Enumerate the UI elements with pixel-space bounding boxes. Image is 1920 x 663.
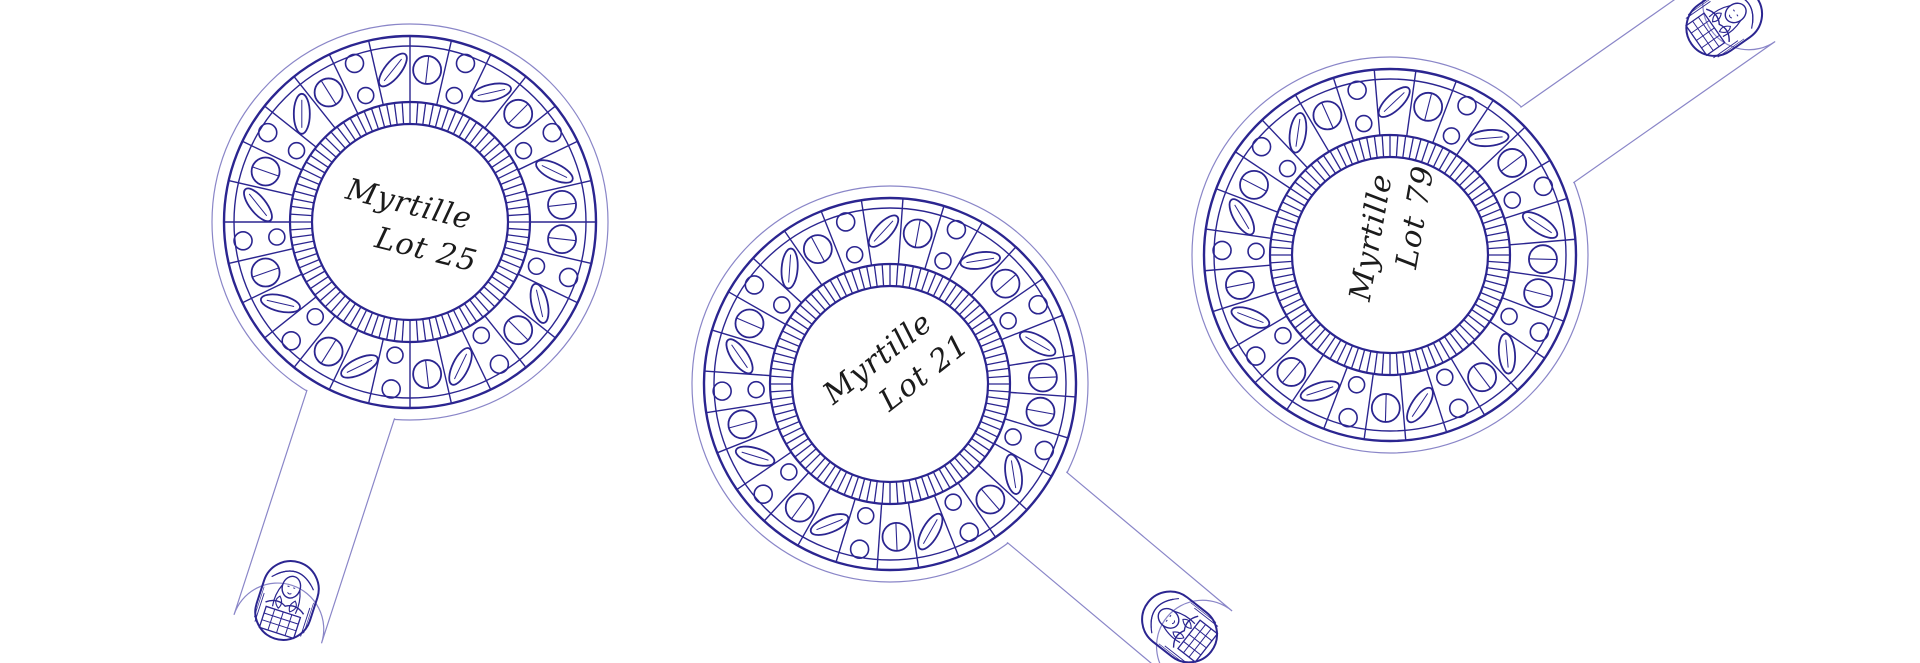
handle-outline [233,376,400,644]
ornamental-ring [1202,67,1578,443]
cut-outline [691,185,1089,583]
ornamental-ring [222,34,598,410]
ornamental-ring [702,196,1078,572]
handle-outline [996,462,1233,663]
cut-outline [1191,56,1589,454]
cut-outline [211,23,609,421]
